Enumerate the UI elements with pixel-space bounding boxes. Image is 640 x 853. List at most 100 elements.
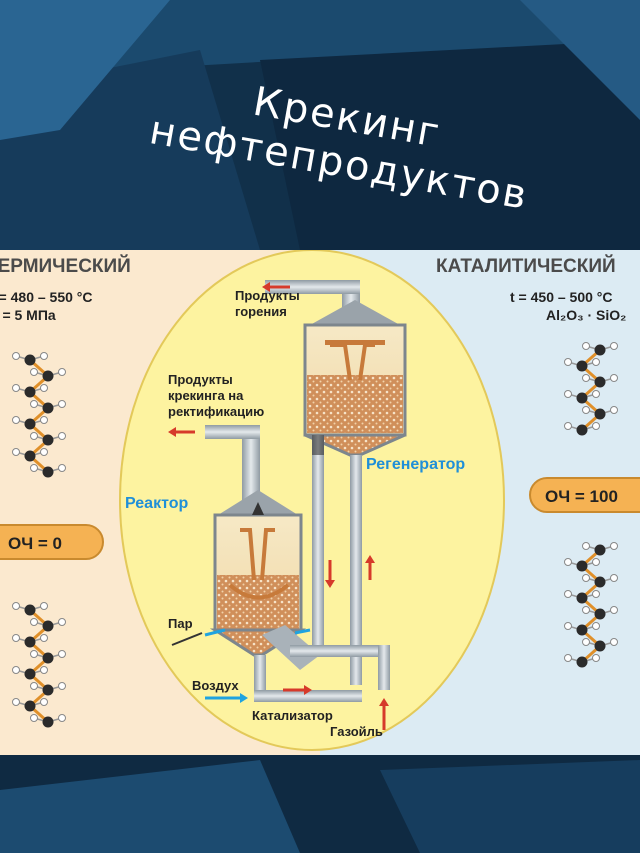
carbon-atom [594, 640, 606, 652]
hydrogen-atom [58, 464, 66, 472]
hydrogen-atom [610, 374, 618, 382]
hydrogen-atom [40, 634, 48, 642]
hydrogen-atom [58, 368, 66, 376]
hydrogen-atom [40, 384, 48, 392]
hydrogen-atom [30, 432, 38, 440]
hydrogen-atom [58, 618, 66, 626]
hydrogen-atom [564, 558, 572, 566]
carbon-atom [42, 370, 54, 382]
hydrogen-atom [592, 558, 600, 566]
pipes [254, 435, 390, 702]
carbon-atom [42, 684, 54, 696]
hydrogen-atom [564, 654, 572, 662]
hydrogen-atom [610, 606, 618, 614]
carbon-atom [594, 344, 606, 356]
carbon-atom [576, 392, 588, 404]
carbon-atom [42, 434, 54, 446]
air-steam-arrows [204, 628, 311, 703]
carbon-atom [24, 418, 36, 430]
hydrogen-atom [12, 602, 20, 610]
hydrogen-atom [610, 406, 618, 414]
thermal-octane-pill [0, 524, 104, 560]
carbon-atom [594, 544, 606, 556]
hydrogen-atom [30, 618, 38, 626]
hydrogen-atom [12, 448, 20, 456]
flow-arrows [168, 282, 389, 730]
hydrogen-atom [592, 590, 600, 598]
regenerator-vessel [265, 280, 407, 457]
label-cracking-2: крекинга на [168, 388, 244, 403]
hydrogen-atom [30, 368, 38, 376]
hydrogen-atom [30, 682, 38, 690]
label-catalyst: Катализатор [252, 708, 333, 723]
catalytic-temperature: t = 450 – 500 °C [510, 289, 613, 305]
carbon-atom [576, 624, 588, 636]
carbon-atom [24, 354, 36, 366]
catalytic-catalyst: Al₂O₃ · SiO₂ [546, 307, 626, 323]
thermal-octane: ОЧ = 0 [8, 534, 62, 553]
carbon-atom [24, 668, 36, 680]
hydrogen-atom [30, 714, 38, 722]
carbon-atom [24, 450, 36, 462]
catalytic-octane-pill [529, 477, 640, 513]
label-air: Воздух [192, 678, 239, 693]
hydrogen-atom [564, 622, 572, 630]
hydrogen-atom [610, 638, 618, 646]
hydrogen-atom [582, 374, 590, 382]
label-reactor: Реактор [125, 495, 188, 512]
hydrogen-atom [40, 416, 48, 424]
hydrogen-atom [564, 390, 572, 398]
hydrogen-atom [592, 622, 600, 630]
hydrogen-atom [40, 448, 48, 456]
cracking-diagram: ТЕРМИЧЕСКИЙ КАТАЛИТИЧЕСКИЙ t = 480 – 550… [0, 250, 640, 755]
label-combustion-1: Продукты [235, 288, 300, 303]
carbon-atom [42, 620, 54, 632]
hydrogen-atom [12, 384, 20, 392]
hydrogen-atom [610, 542, 618, 550]
steam-pointer [171, 632, 203, 646]
hydrogen-atom [582, 638, 590, 646]
catalytic-octane: ОЧ = 100 [545, 487, 618, 506]
hydrogen-atom [58, 432, 66, 440]
hydrogen-atom [582, 406, 590, 414]
hydrogen-atom [40, 698, 48, 706]
thermal-pressure: p = 5 МПа [0, 307, 56, 323]
carbon-atom [24, 636, 36, 648]
label-gas-oil: Газойль [330, 724, 383, 739]
hydrogen-atom [582, 574, 590, 582]
hydrogen-atom [30, 400, 38, 408]
label-steam: Пар [168, 616, 193, 631]
hydrogen-atom [582, 606, 590, 614]
carbon-atom [24, 700, 36, 712]
carbon-atom [594, 376, 606, 388]
hydrogen-atom [582, 542, 590, 550]
hydrogen-atom [30, 650, 38, 658]
carbon-atom [24, 386, 36, 398]
hydrogen-atom [592, 390, 600, 398]
label-cracking-3: ректификацию [168, 404, 264, 419]
molecule-catalytic-bottom [564, 542, 618, 668]
carbon-atom [576, 560, 588, 572]
carbon-atom [594, 608, 606, 620]
hydrogen-atom [582, 342, 590, 350]
molecule-thermal-bottom [12, 602, 66, 728]
hydrogen-atom [12, 416, 20, 424]
carbon-atom [576, 360, 588, 372]
molecule-catalytic-top [564, 342, 618, 436]
label-cracking-1: Продукты [168, 372, 233, 387]
carbon-atom [42, 716, 54, 728]
carbon-atom [594, 576, 606, 588]
hydrogen-atom [610, 574, 618, 582]
carbon-atom [576, 424, 588, 436]
label-combustion-2: горения [235, 304, 287, 319]
reactor-vessel [205, 425, 307, 657]
catalytic-heading: КАТАЛИТИЧЕСКИЙ [436, 255, 616, 277]
hydrogen-atom [40, 352, 48, 360]
hydrogen-atom [58, 650, 66, 658]
hydrogen-atom [12, 634, 20, 642]
carbon-atom [576, 592, 588, 604]
carbon-atom [576, 656, 588, 668]
carbon-atom [42, 652, 54, 664]
hydrogen-atom [30, 464, 38, 472]
hydrogen-atom [58, 682, 66, 690]
